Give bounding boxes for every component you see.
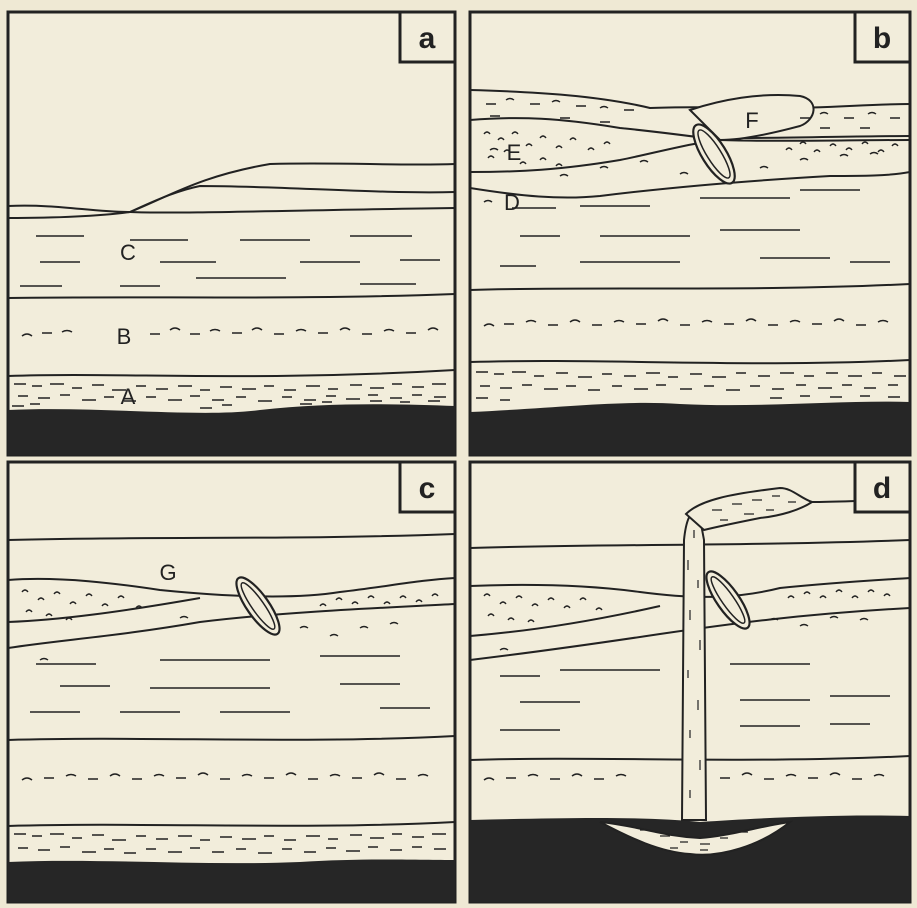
bedrock-layer [470, 402, 910, 455]
unit-label-a: A [121, 384, 136, 409]
panel-d: d [470, 462, 910, 902]
bedrock-layer [470, 815, 910, 902]
unit-label-g: G [159, 560, 176, 585]
panel-letter: a [419, 22, 436, 55]
unit-label-b: B [117, 324, 132, 349]
panel-c: c G [8, 462, 455, 902]
unit-label-d: D [504, 190, 520, 215]
bedrock-layer [8, 860, 455, 903]
panel-letter: d [873, 472, 891, 505]
unit-label-e: E [507, 140, 522, 165]
panel-letter: c [419, 472, 436, 505]
panel-letter: b [873, 22, 891, 55]
dike [682, 508, 706, 820]
unit-label-f: F [745, 108, 758, 133]
panel-a: a C B A [8, 12, 455, 455]
unit-label-c: C [120, 240, 136, 265]
panel-b: b F E D [470, 12, 910, 455]
